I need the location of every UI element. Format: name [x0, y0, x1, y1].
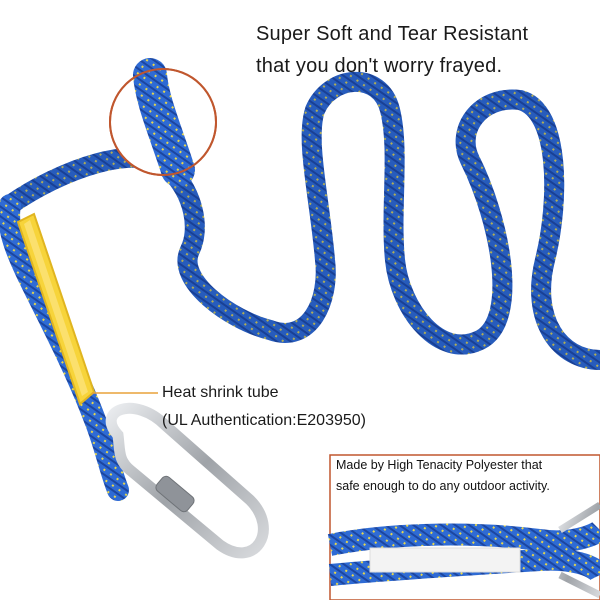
headline-line-2: that you don't worry frayed. [256, 55, 503, 77]
inset-caption-line-1: Made by High Tenacity Polyester that [336, 458, 543, 472]
headline: Super Soft and Tear Resistant that you d… [256, 18, 528, 82]
callout-label: Heat shrink tube [162, 384, 279, 401]
carabiner [105, 402, 269, 559]
callout-sublabel: (UL Authentication:E203950) [162, 412, 366, 429]
inset-caption: Made by High Tenacity Polyester that saf… [336, 455, 598, 497]
headline-line-1: Super Soft and Tear Resistant [256, 23, 529, 45]
inset-panel [327, 454, 600, 600]
zoom-circle [109, 58, 217, 187]
inset-caption-line-2: safe enough to do any outdoor activity. [336, 479, 550, 493]
heat-shrink-tube [16, 212, 96, 406]
